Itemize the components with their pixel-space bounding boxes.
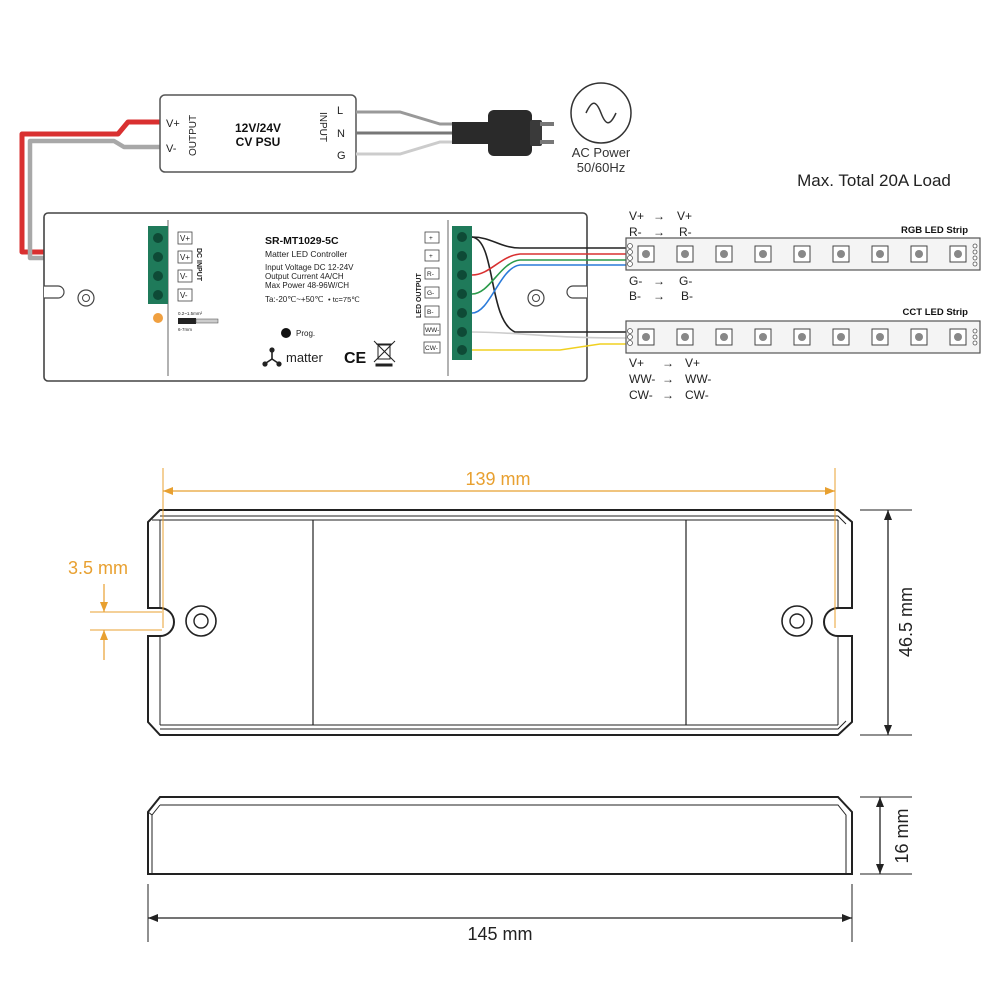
cct-arrow-3: →	[662, 388, 674, 402]
dimension-hole-label: 3.5 mm	[68, 558, 128, 578]
dimension-139-label: 139 mm	[465, 469, 530, 489]
top-view-outline	[147, 509, 853, 736]
ac-power-label: AC Power	[572, 145, 631, 160]
rgb-pin-r-right: R-	[679, 225, 692, 239]
controller-spec-2: Output Current 4A/CH	[265, 272, 344, 281]
dimension-thickness	[860, 796, 912, 875]
rgb-pin-b-right: B-	[681, 289, 693, 303]
ac-frequency-label: 50/60Hz	[577, 160, 625, 175]
psu-input-label: INPUT	[317, 112, 328, 142]
controller-model: SR-MT1029-5C	[265, 235, 339, 247]
dc-input-term-3: V-	[180, 272, 188, 281]
led-output-terminal-block	[452, 226, 472, 360]
psu-g: G	[337, 150, 346, 162]
weee-bin-icon	[373, 340, 396, 367]
dimension-length-label: 145 mm	[467, 924, 532, 944]
max-load-note: Max. Total 20A Load	[797, 171, 951, 190]
prog-label: Prog.	[296, 329, 315, 338]
cct-arrow-1: →	[662, 356, 674, 370]
rgb-led-strip	[625, 237, 981, 271]
led-output-term-5: B-	[427, 309, 434, 316]
led-output-term-7: CW-	[425, 345, 438, 352]
psu-box: V+ V- OUTPUT 12V/24V CV PSU INPUT L N G	[159, 94, 357, 173]
cct-strip-pinout: V+ → V+ WW- → WW- CW- → CW-	[629, 356, 711, 402]
dc-input-label: DC INPUT	[195, 248, 202, 282]
controller-spec-1: Input Voltage DC 12-24V	[265, 263, 354, 272]
cct-pin-ww-right: WW-	[685, 372, 711, 386]
dc-input-labels: V+ V+ V- V-	[177, 231, 193, 302]
dimension-length	[147, 884, 853, 942]
ce-mark: CE	[344, 350, 367, 367]
controller-temp-case: • tc=75℃	[328, 295, 360, 304]
rgb-pin-g-right: G-	[679, 274, 692, 288]
cct-pin-ww-left: WW-	[629, 372, 655, 386]
cct-strip-label: CCT LED Strip	[903, 307, 969, 318]
psu-v-minus: V-	[166, 143, 177, 155]
controller-subtitle: Matter LED Controller	[265, 249, 347, 259]
dimension-thickness-label: 16 mm	[892, 808, 912, 863]
dimension-height	[860, 509, 912, 736]
status-led-indicator	[153, 313, 163, 323]
rgb-arrow-1: →	[653, 209, 665, 223]
top-view-screw-right	[781, 605, 813, 637]
matter-logo-icon	[262, 347, 282, 367]
led-output-term-6: WW-	[425, 327, 439, 334]
controller-temp-ambient: Ta:-20℃~+50℃	[265, 295, 323, 304]
led-output-term-2: +	[429, 253, 433, 260]
cct-pin-v-right: V+	[685, 356, 700, 370]
rgb-arrow-3: →	[653, 274, 665, 288]
rgb-strip-label: RGB LED Strip	[901, 225, 968, 236]
wire-strip-icon: 0.2~1.5mm² 6-7mm	[178, 311, 219, 332]
rgb-arrow-4: →	[653, 289, 665, 303]
led-output-labels: + + R- G- B- WW- CW-	[423, 231, 441, 354]
cct-pin-v-left: V+	[629, 356, 644, 370]
cct-pin-cw-left: CW-	[629, 388, 653, 402]
dimension-height-label: 46.5 mm	[896, 587, 916, 657]
top-view-screw-left	[185, 605, 217, 637]
dc-input-term-1: V+	[180, 234, 190, 243]
dc-input-term-2: V+	[180, 253, 190, 262]
led-output-term-1: +	[429, 235, 433, 242]
rgb-pin-r-left: R-	[629, 225, 642, 239]
led-output-term-3: R-	[427, 271, 434, 278]
dimension-139	[162, 468, 836, 628]
wire-spec-1: 0.2~1.5mm²	[178, 311, 203, 316]
dc-input-term-4: V-	[180, 291, 188, 300]
psu-output-label: OUTPUT	[188, 115, 199, 156]
cct-led-strip	[625, 320, 981, 354]
cct-pin-cw-right: CW-	[685, 388, 709, 402]
plug-icon	[488, 110, 554, 156]
cct-arrow-2: →	[662, 372, 674, 386]
rgb-strip-pinout: V+ → V+ R- → R- G- → G- B- → B-	[629, 209, 693, 303]
sine-wave-icon	[570, 82, 632, 144]
psu-title-line1: 12V/24V	[235, 121, 281, 135]
psu-n: N	[337, 128, 345, 140]
rgb-arrow-2: →	[653, 225, 665, 239]
matter-label: matter	[286, 350, 324, 365]
rgb-pin-b-left: B-	[629, 289, 641, 303]
led-output-wires	[471, 236, 627, 351]
psu-l: L	[337, 105, 343, 117]
led-output-label: LED OUTPUT	[416, 273, 423, 318]
side-view-outline	[147, 796, 853, 875]
rgb-pin-v-right: V+	[677, 209, 692, 223]
dc-input-terminal-block	[148, 226, 168, 304]
psu-v-plus: V+	[166, 118, 180, 130]
psu-title-line2: CV PSU	[236, 135, 281, 149]
prog-button[interactable]	[281, 328, 291, 338]
rgb-pin-v-left: V+	[629, 209, 644, 223]
controller-spec-3: Max Power 48-96W/CH	[265, 281, 349, 290]
ac-cable	[356, 110, 492, 156]
dimension-hole	[90, 584, 162, 660]
rgb-pin-g-left: G-	[629, 274, 642, 288]
wire-spec-2: 6-7mm	[178, 327, 192, 332]
led-output-term-4: G-	[427, 290, 434, 297]
